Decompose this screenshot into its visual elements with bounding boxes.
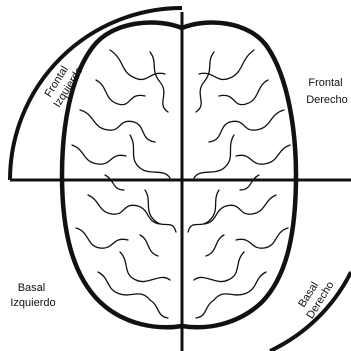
label-frontal-derecho: Frontal Derecho: [306, 77, 348, 106]
label-basal-izquierdo: Basal Izquierdo: [10, 282, 55, 309]
label-basal-derecho: Basal Derecho: [293, 273, 336, 322]
brain-outline: [62, 23, 296, 328]
